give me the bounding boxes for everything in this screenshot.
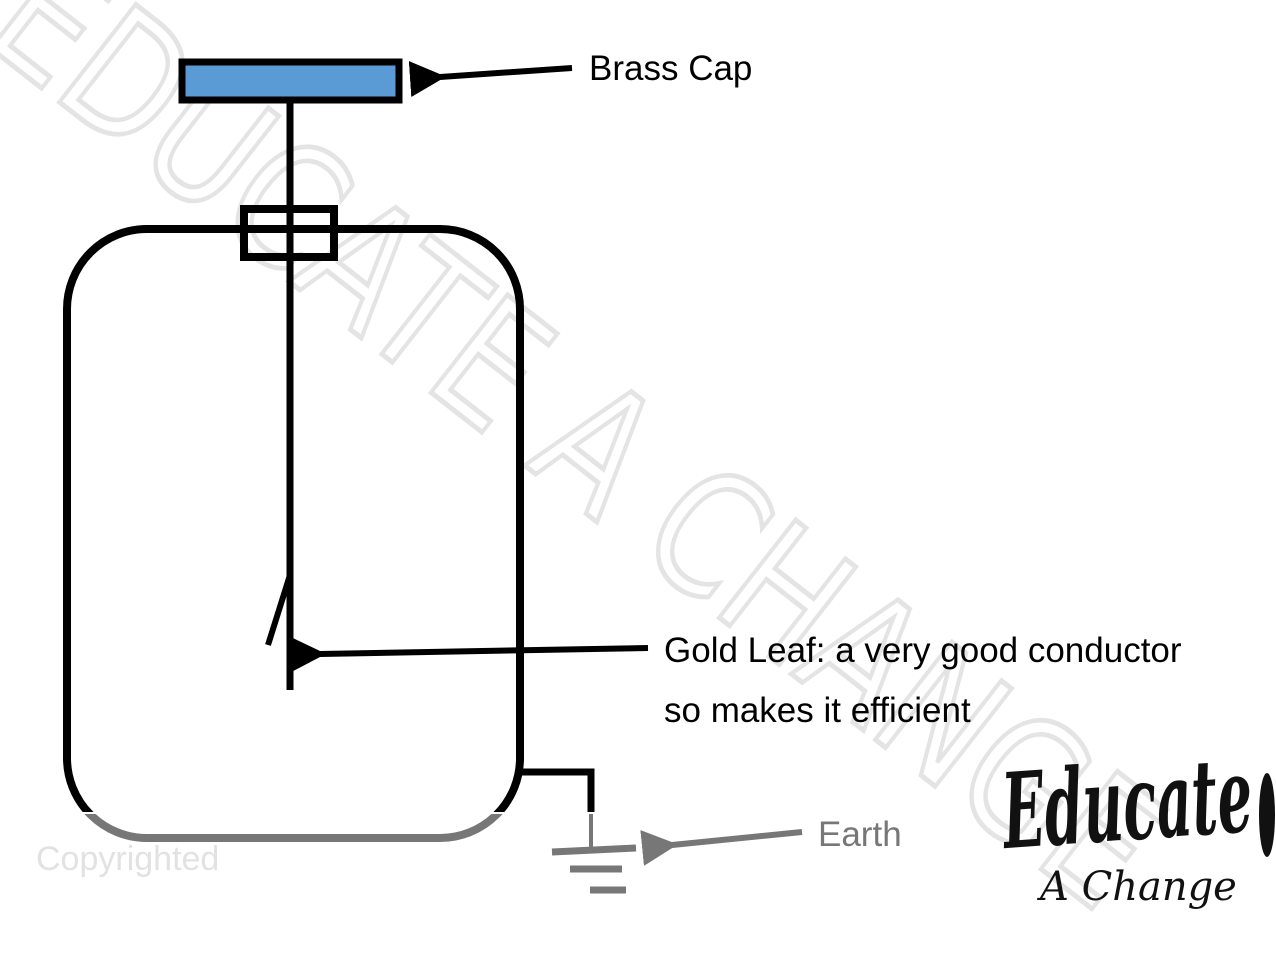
brass-cap-arrow bbox=[408, 61, 573, 97]
educate-a-change-logo: Educate A Change bbox=[997, 733, 1275, 910]
gold-leaf-label-line2: so makes it efficient bbox=[664, 691, 971, 730]
earth-arrow bbox=[640, 829, 803, 866]
logo-text-main: Educate bbox=[997, 733, 1257, 873]
gold-leaf bbox=[265, 574, 293, 646]
logo-text-sub: A Change bbox=[1036, 864, 1237, 910]
brass-cap bbox=[178, 58, 403, 104]
earth-label: Earth bbox=[818, 815, 902, 854]
insulator-collar bbox=[240, 205, 338, 261]
earth-symbol bbox=[551, 844, 637, 856]
gold-leaf-label: Gold Leaf: a very good conductor bbox=[664, 631, 1182, 670]
earth-connection bbox=[520, 768, 637, 894]
brass-cap-label: Brass Cap bbox=[589, 49, 752, 88]
copyright-mark: Copyrighted bbox=[36, 840, 219, 878]
gold-leaf-arrow bbox=[289, 636, 649, 673]
